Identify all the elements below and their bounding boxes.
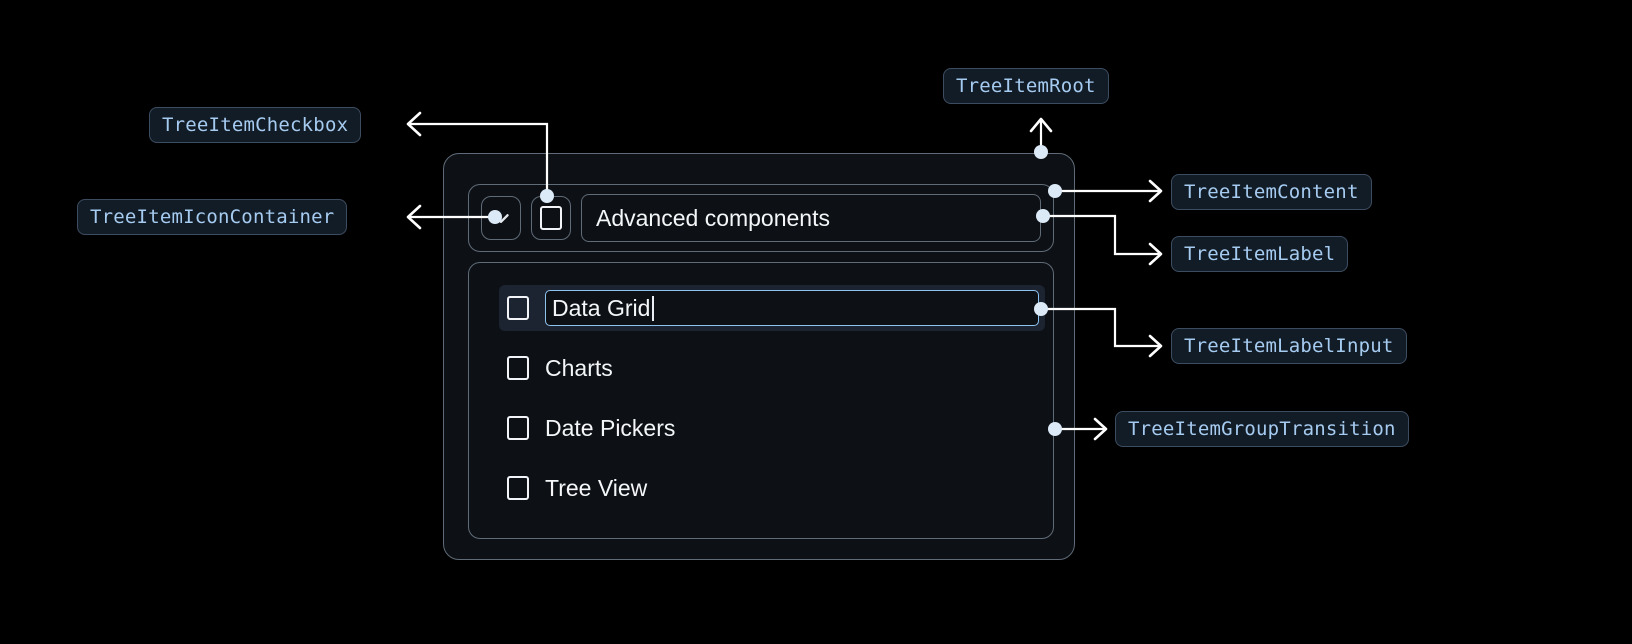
annotation-tree-item-root: TreeItemRoot bbox=[943, 68, 1109, 104]
annotation-tree-item-group-transition: TreeItemGroupTransition bbox=[1115, 411, 1409, 447]
tree-item-label: Tree View bbox=[545, 474, 648, 501]
tree-item-label-input[interactable]: Data Grid bbox=[545, 290, 1039, 326]
text-caret bbox=[652, 295, 654, 321]
tree-item-root[interactable]: Advanced components Data Grid Charts Dat… bbox=[443, 153, 1075, 560]
arrowhead-right-label bbox=[1148, 242, 1163, 266]
tree-item-content[interactable]: Advanced components bbox=[468, 184, 1054, 252]
checkbox-box-icon[interactable] bbox=[507, 476, 529, 500]
annotation-tree-item-icon-container: TreeItemIconContainer bbox=[77, 199, 348, 235]
annotation-tree-item-checkbox: TreeItemCheckbox bbox=[149, 107, 362, 143]
annotation-tree-item-label-input: TreeItemLabelInput bbox=[1171, 328, 1407, 364]
arrowhead-left-checkbox bbox=[406, 111, 422, 137]
arrowhead-up-root bbox=[1029, 117, 1053, 133]
tree-item-icon-container[interactable] bbox=[481, 196, 521, 240]
arrowhead-left-icon-container bbox=[406, 204, 422, 230]
tree-item-label: Date Pickers bbox=[545, 414, 676, 441]
tree-item-label[interactable]: Advanced components bbox=[581, 194, 1041, 242]
chevron-down-icon bbox=[488, 205, 514, 231]
label-input-value: Data Grid bbox=[552, 294, 651, 321]
checkbox-box-icon[interactable] bbox=[507, 296, 529, 320]
arrowhead-right-label-input bbox=[1148, 334, 1163, 358]
annotation-tree-item-label: TreeItemLabel bbox=[1171, 236, 1349, 272]
tree-item-row-data-grid[interactable]: Data Grid bbox=[499, 285, 1045, 331]
tree-item-row-date-pickers[interactable]: Date Pickers bbox=[499, 405, 1045, 451]
arrowhead-right-group-transition bbox=[1093, 417, 1108, 441]
checkbox-box-icon[interactable] bbox=[507, 416, 529, 440]
tree-item-group-transition: Data Grid Charts Date Pickers Tree View bbox=[468, 262, 1054, 539]
tree-item-checkbox[interactable] bbox=[531, 196, 571, 240]
tree-item-label: Charts bbox=[545, 354, 613, 381]
checkbox-box-icon bbox=[540, 206, 562, 230]
annotation-tree-item-content: TreeItemContent bbox=[1171, 174, 1372, 210]
checkbox-box-icon[interactable] bbox=[507, 356, 529, 380]
tree-item-row-tree-view[interactable]: Tree View bbox=[499, 465, 1045, 511]
tree-item-row-charts[interactable]: Charts bbox=[499, 345, 1045, 391]
arrowhead-right-content bbox=[1148, 179, 1163, 203]
